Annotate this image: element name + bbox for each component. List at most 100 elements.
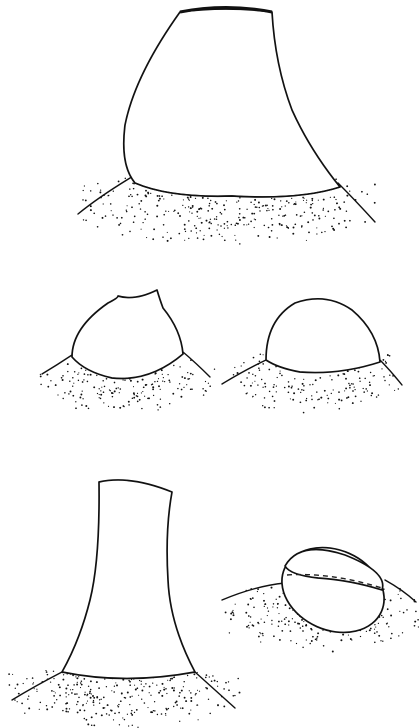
stipple-dot: [276, 391, 277, 392]
stipple-dot: [317, 636, 319, 638]
stipple-dot: [137, 401, 139, 403]
stipple-dot: [132, 725, 133, 726]
stipple-dot: [127, 205, 128, 206]
stipple-dot: [214, 369, 215, 370]
stipple-dot: [324, 390, 326, 392]
stipple-dot: [130, 380, 132, 382]
stipple-dot: [262, 635, 263, 636]
stipple-dot: [132, 398, 134, 400]
stipple-dot: [349, 385, 351, 387]
stipple-dot: [311, 629, 313, 631]
stipple-dot: [250, 616, 251, 617]
substrate-slope-left: [222, 583, 285, 600]
stipple-dot: [254, 227, 255, 228]
stipple-dot: [311, 212, 313, 214]
stipple-dot: [131, 206, 133, 208]
stipple-dot: [312, 636, 313, 637]
stipple-dot: [115, 682, 116, 683]
stipple-dot: [26, 678, 27, 679]
stipple-dot: [374, 202, 376, 204]
stipple-dot: [150, 711, 152, 713]
stipple-dot: [284, 618, 286, 620]
stipple-dot: [302, 647, 303, 648]
stipple-dot: [144, 218, 146, 220]
stipple-dot: [315, 379, 317, 381]
stipple-dot: [169, 381, 170, 382]
stipple-dot: [67, 371, 68, 372]
stipple-dot: [162, 683, 164, 685]
stipple-dot: [144, 211, 146, 213]
stipple-dot: [282, 215, 283, 216]
stipple-dot: [121, 217, 123, 219]
stipple-dot: [53, 678, 54, 679]
stipple-dot: [245, 612, 247, 614]
stipple-dot: [134, 712, 135, 713]
stipple-dot: [77, 701, 79, 703]
stipple-dot: [248, 625, 250, 627]
stipple-dot: [292, 618, 293, 619]
stipple-dot: [359, 377, 361, 379]
stipple-dot: [76, 693, 78, 695]
stipple-dot: [179, 692, 181, 694]
stipple-dot: [360, 401, 361, 402]
stipple-dot: [76, 684, 78, 686]
stipple-dot: [139, 399, 141, 401]
stipple-dot: [238, 217, 240, 219]
stipple-dot: [286, 225, 287, 226]
stipple-dot: [252, 597, 254, 599]
stipple-dot: [157, 404, 159, 406]
stipple-dot: [190, 697, 192, 699]
stipple-dot: [110, 203, 112, 205]
stipple-dot: [84, 373, 86, 375]
stipple-dot: [229, 632, 230, 633]
stipple-dot: [382, 617, 383, 618]
stipple-dot: [168, 211, 169, 212]
stipple-dot: [207, 198, 209, 200]
stipple-dot: [114, 712, 116, 714]
stipple-dot: [398, 388, 399, 389]
stipple-dot: [220, 225, 222, 227]
tall-tapering-column-on-base: [78, 8, 376, 245]
stipple-dot: [96, 697, 98, 699]
stipple-dot: [354, 369, 356, 371]
stipple-dot: [288, 381, 290, 383]
stipple-dot: [230, 613, 232, 615]
stipple-dot: [310, 204, 312, 206]
stipple-dot: [380, 640, 381, 641]
stipple-dot: [99, 703, 100, 704]
stipple-dot: [308, 231, 310, 233]
stipple-dot: [232, 611, 234, 613]
stipple-dot: [51, 690, 53, 692]
stipple-dot: [248, 627, 249, 628]
stipple-dot: [309, 384, 310, 385]
stipple-dot: [303, 200, 304, 201]
stipple-dot: [187, 378, 189, 380]
stipple-dot: [167, 374, 168, 375]
stipple-dot: [303, 390, 304, 391]
stipple-dot: [254, 199, 256, 201]
stipple-dot: [374, 632, 376, 634]
stipple-dot: [217, 705, 218, 706]
stipple-dot: [133, 386, 134, 387]
stipple-dot: [305, 400, 307, 402]
stipple-dot: [255, 206, 257, 208]
stipple-dot: [99, 191, 101, 193]
stipple-dot: [160, 399, 161, 400]
stipple-dot: [36, 689, 37, 690]
stipple-dot: [153, 228, 155, 230]
stipple-dot: [260, 353, 262, 355]
stipple-dot: [291, 385, 292, 386]
stipple-dot: [50, 380, 51, 381]
stipple-dot: [303, 379, 304, 380]
stipple-dot: [53, 691, 54, 692]
stipple-dot: [227, 225, 228, 226]
stipple-dot: [202, 388, 204, 390]
stipple-dot: [339, 208, 341, 210]
low-irregular-mound-on-base: [40, 290, 215, 411]
stipple-dot: [135, 689, 137, 691]
stipple-dot: [240, 381, 242, 383]
stipple-dot: [340, 639, 342, 641]
stipple-dot: [83, 219, 84, 220]
stipple-dot: [281, 620, 282, 621]
